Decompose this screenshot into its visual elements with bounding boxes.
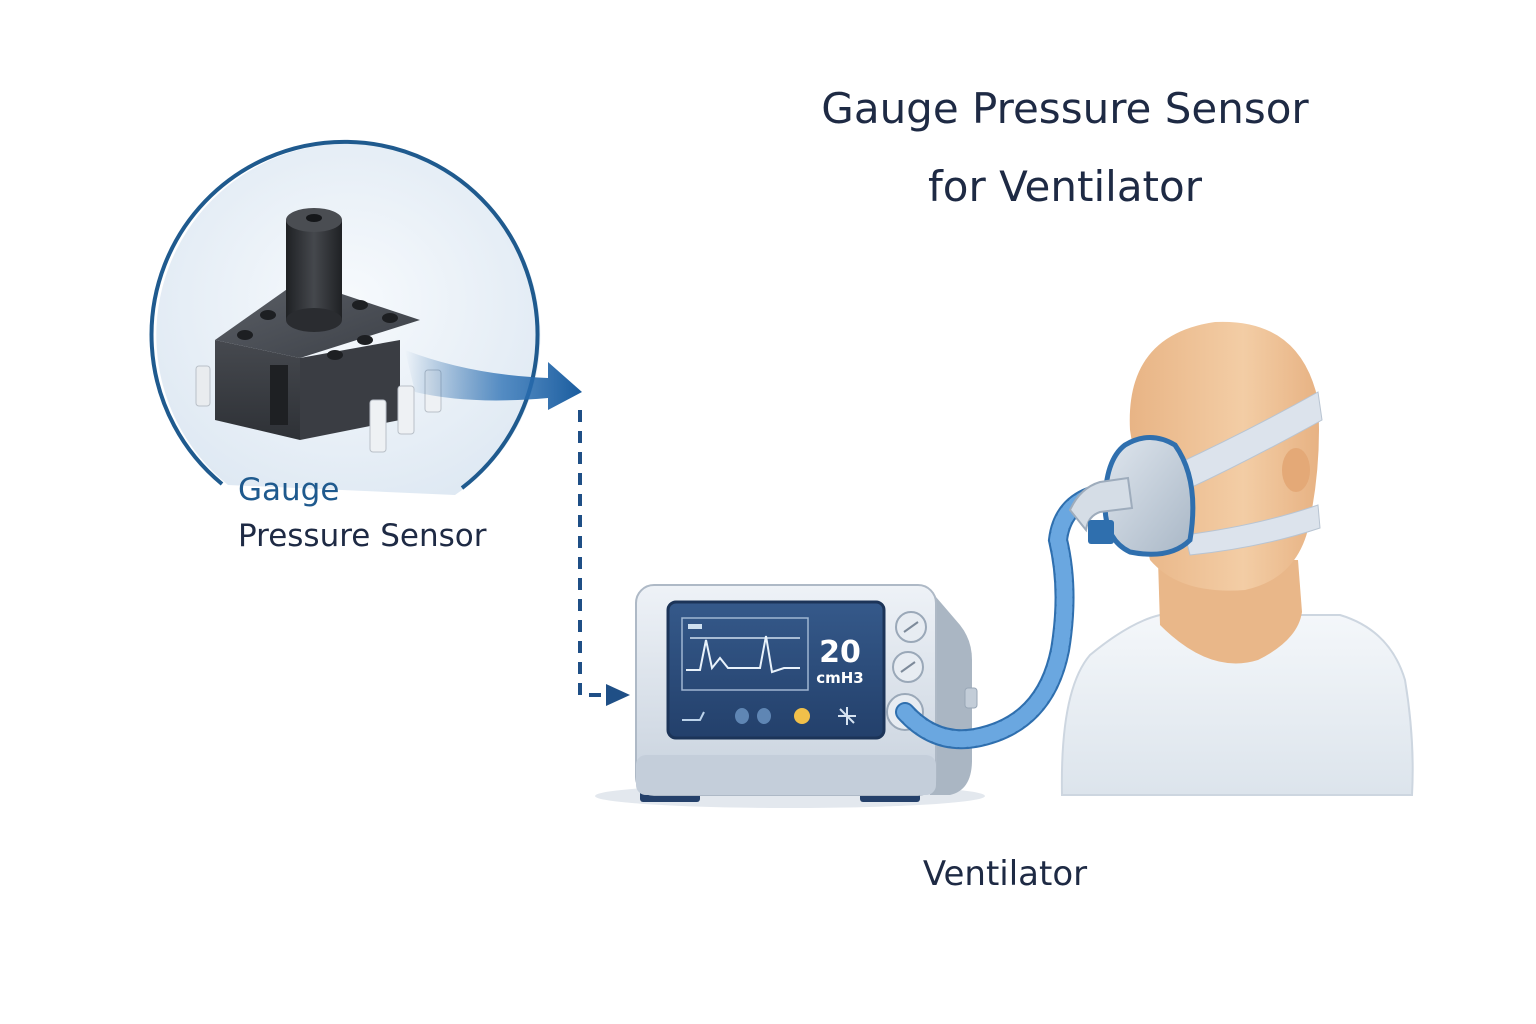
patient-with-mask-icon [1060,321,1414,796]
ventilator-label: Ventilator [922,854,1088,894]
dashed-connector [578,410,630,706]
sensor-label-line-2: Pressure Sensor [238,518,487,554]
page-title: Gauge Pressure Sensor for Ventilator [760,70,1370,226]
gauge-pressure-sensor-icon [195,208,442,453]
title-line-2: for Ventilator [927,162,1202,211]
ventilator-device-icon [595,584,985,808]
sensor-label-line-1: Gauge [238,472,340,508]
pressure-reading-unit: cmH3 [816,669,864,687]
title-line-1: Gauge Pressure Sensor [821,84,1309,133]
ventilator-tube [895,485,1105,750]
pressure-reading-value: 20 [819,635,861,670]
connector-arrow-icon [405,350,582,410]
